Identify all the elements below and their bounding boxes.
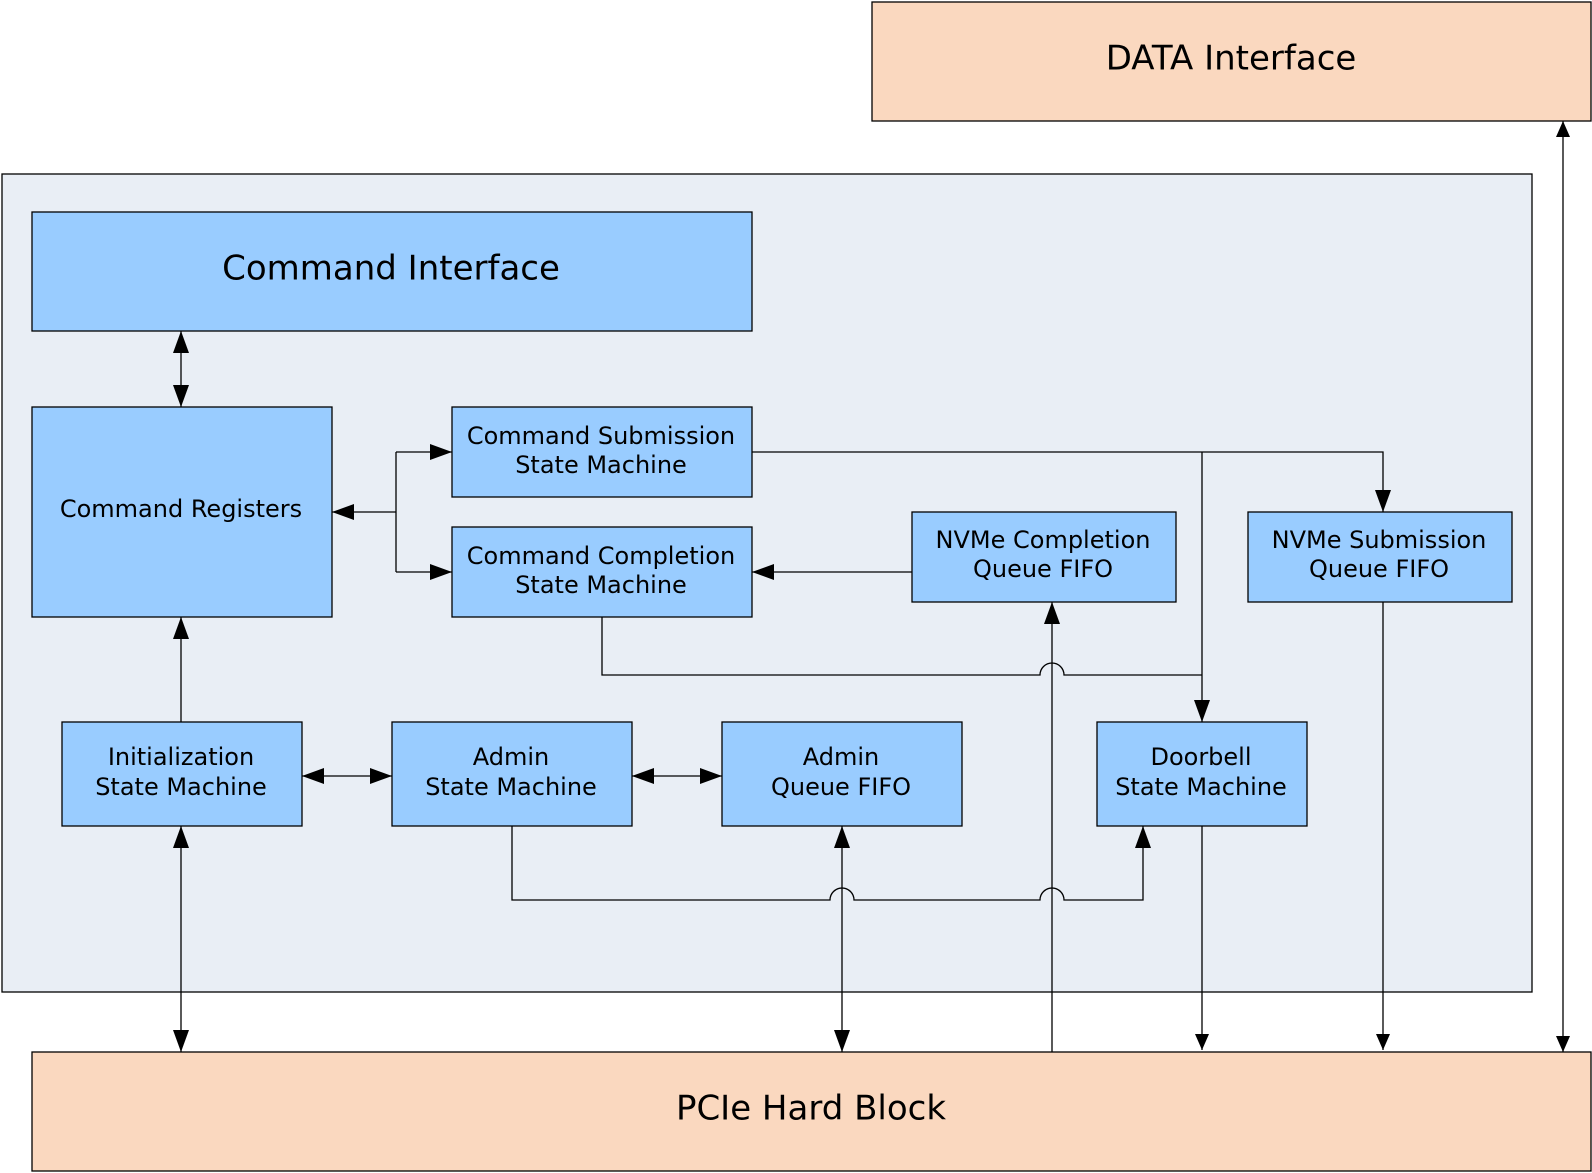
wire-admin-doorbell [511, 826, 1151, 901]
doorbell-sm-line2: State Machine [1115, 773, 1287, 801]
nvme-completion-fifo-line1: NVMe Completion [936, 526, 1151, 554]
wire-cmdsub-nvmesub [752, 451, 1391, 512]
command-submission-sm-line1: Command Submission [467, 422, 735, 450]
command-interface-label: Command Interface [222, 249, 560, 289]
initialization-sm-block: Initialization State Machine [61, 721, 303, 827]
initialization-sm-line2: State Machine [95, 773, 267, 801]
admin-sm-block: Admin State Machine [391, 721, 633, 827]
command-registers-block: Command Registers [31, 406, 333, 618]
doorbell-sm-block: Doorbell State Machine [1096, 721, 1308, 827]
initialization-sm-line1: Initialization [108, 743, 254, 771]
pcie-hard-block: PCIe Hard Block [31, 1051, 1592, 1172]
data-interface-block: DATA Interface [871, 1, 1592, 122]
doorbell-sm-line1: Doorbell [1150, 743, 1251, 771]
admin-fifo-line1: Admin [803, 743, 880, 771]
command-completion-sm-line2: State Machine [515, 571, 687, 599]
command-completion-sm-line1: Command Completion [467, 542, 735, 570]
command-registers-label: Command Registers [60, 495, 302, 523]
admin-sm-line1: Admin [473, 743, 550, 771]
nvme-completion-fifo-block: NVMe Completion Queue FIFO [911, 511, 1177, 603]
nvme-submission-fifo-block: NVMe Submission Queue FIFO [1247, 511, 1513, 603]
nvme-submission-fifo-line2: Queue FIFO [1309, 555, 1449, 583]
command-completion-sm-block: Command Completion State Machine [451, 526, 753, 618]
admin-fifo-line2: Queue FIFO [771, 773, 911, 801]
command-submission-sm-block: Command Submission State Machine [451, 406, 753, 498]
admin-sm-line2: State Machine [425, 773, 597, 801]
nvme-completion-fifo-line2: Queue FIFO [973, 555, 1113, 583]
pcie-hard-block-label: PCIe Hard Block [676, 1089, 946, 1129]
nvme-submission-fifo-line1: NVMe Submission [1272, 526, 1487, 554]
wire-cmdcpl-doorbell [601, 617, 1202, 676]
command-submission-sm-line2: State Machine [515, 451, 687, 479]
admin-fifo-block: Admin Queue FIFO [721, 721, 963, 827]
command-interface-block: Command Interface [31, 211, 753, 332]
data-interface-label: DATA Interface [1106, 39, 1357, 79]
